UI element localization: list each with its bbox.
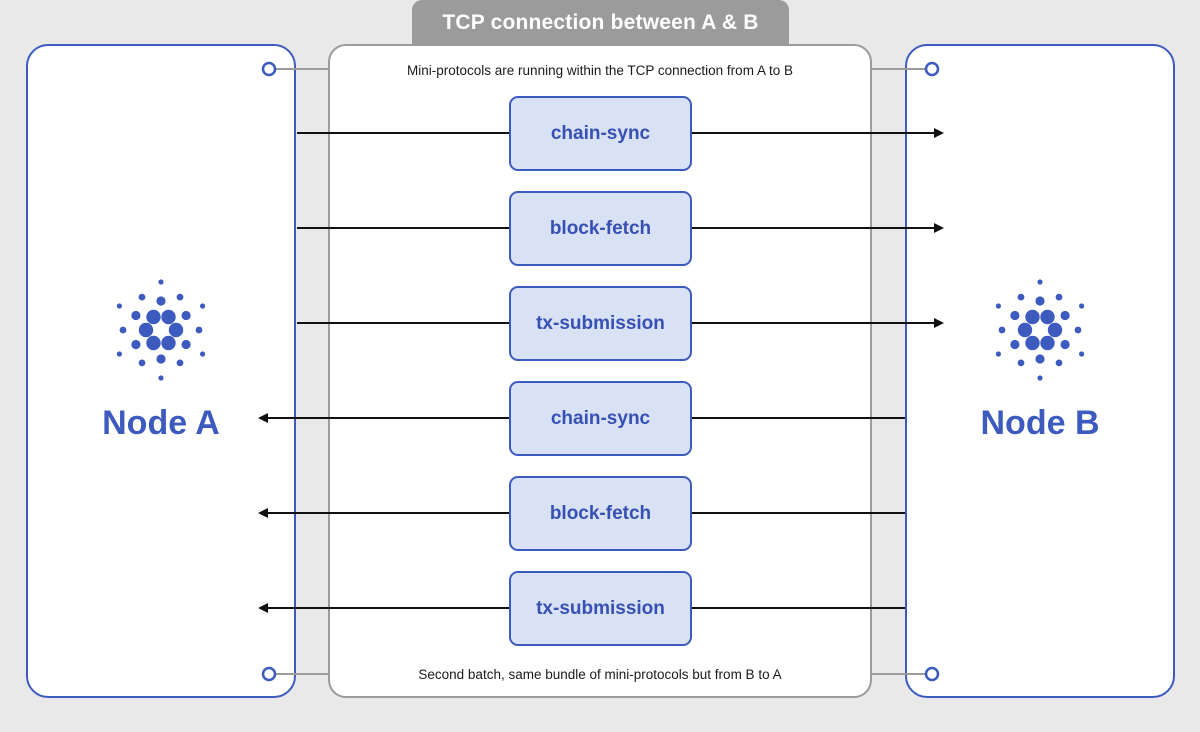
logo-dot [146,309,161,325]
caption-top: Mini-protocols are running within the TC… [407,63,793,78]
logo-dot [1079,303,1085,309]
logo-dot [200,303,206,309]
logo-dot [1047,322,1063,338]
caption-bottom: Second batch, same bundle of mini-protoc… [418,667,782,682]
logo-dot [138,322,154,338]
logo-dot [116,303,122,309]
logo-dot [1040,309,1055,325]
logo-dot [1035,296,1045,306]
tcp-connectors [276,68,926,675]
logo-dot [161,335,176,351]
logo-dot [1025,335,1040,351]
logo-dot [131,310,141,321]
logo-dot [158,279,164,285]
logo-dot [998,326,1006,334]
cardano-logo-icon [116,279,206,381]
tcp-connection-title: TCP connection between A & B [412,0,789,46]
socket-b-top [924,61,940,77]
socket-a-top [261,61,277,77]
node-a-panel [26,44,296,698]
logo-dot [138,293,146,301]
logo-dot [158,375,164,381]
logo-dot [1037,375,1043,381]
logo-dot [119,326,127,334]
logo-dot [138,359,146,367]
logo-dot [1055,359,1063,367]
protocol-box-block-fetch-a-to-b: block-fetch [509,191,692,266]
logo-dot [168,322,184,338]
protocol-box-block-fetch-b-to-a: block-fetch [509,476,692,551]
socket-a-bottom [261,666,277,682]
cardano-logo-icon [995,279,1085,381]
protocol-box-tx-submission-a-to-b: tx-submission [509,286,692,361]
protocol-box-chain-sync-a-to-b: chain-sync [509,96,692,171]
logo-dot [161,309,176,325]
logo-dot [1079,351,1085,357]
logo-dot [1010,339,1020,350]
node-b-panel [905,44,1175,698]
protocol-box-chain-sync-b-to-a: chain-sync [509,381,692,456]
logo-dot [200,351,206,357]
logo-dot [1017,293,1025,301]
logo-dot [1025,309,1040,325]
logo-dot [146,335,161,351]
logo-dot [156,354,166,364]
logo-dot [1055,293,1063,301]
protocol-box-tx-submission-b-to-a: tx-submission [509,571,692,646]
logo-dot [176,293,184,301]
socket-circles [261,61,940,682]
logo-dot [176,359,184,367]
logo-dot [1017,322,1033,338]
logo-dot [156,296,166,306]
logo-dot [1060,310,1070,321]
logo-dot [1040,335,1055,351]
node-b-label: Node B [980,404,1100,442]
logo-dot [1035,354,1045,364]
logo-dot [181,339,191,350]
logo-dot [995,303,1002,309]
logo-dot [1017,359,1025,367]
logo-dot [195,326,203,334]
logo-dot [1074,326,1082,334]
socket-b-bottom [924,666,940,682]
logo-dot [116,351,122,357]
logo-dot [131,339,141,350]
logo-dot [1010,310,1020,321]
node-a-label: Node A [102,404,220,442]
logo-dot [995,351,1002,357]
logo-dot [181,310,191,321]
logo-dot [1037,279,1043,285]
logo-dot [1060,339,1070,350]
